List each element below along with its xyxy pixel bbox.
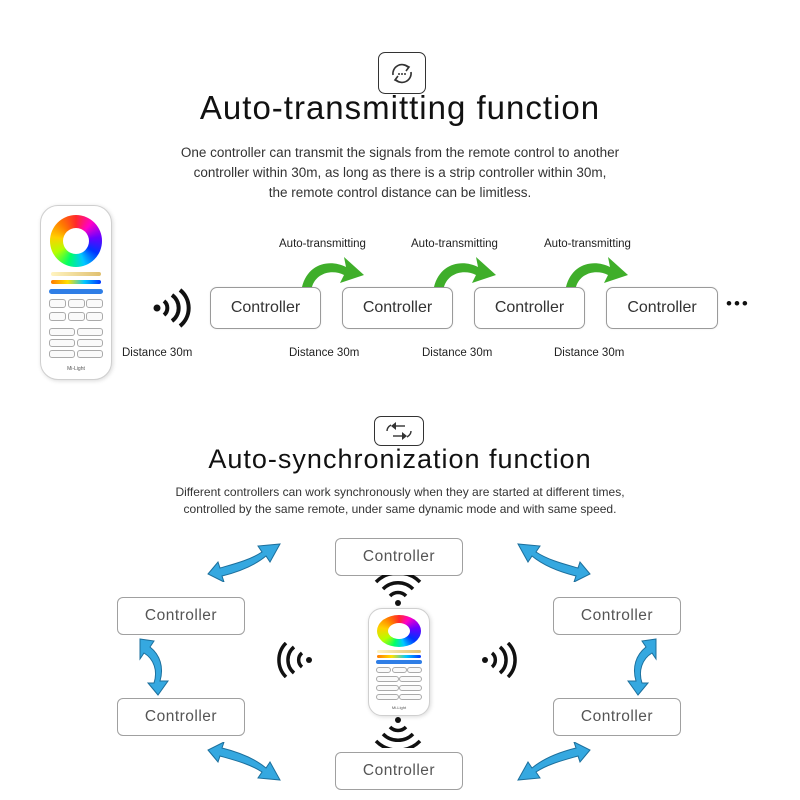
signal-waves-icon bbox=[374, 717, 422, 748]
distance-label: Distance 30m bbox=[554, 347, 625, 359]
color-wheel bbox=[377, 615, 421, 647]
remote-button bbox=[399, 694, 422, 700]
remote-brand-logo: Mi-Light bbox=[391, 705, 407, 710]
description-line: One controller can transmit the signals … bbox=[180, 145, 620, 160]
arrow-label: Auto-transmitting bbox=[279, 238, 366, 250]
color-wheel bbox=[50, 215, 102, 267]
blue-double-arrow-icon bbox=[627, 638, 657, 696]
auto-sync-icon bbox=[374, 416, 424, 446]
mode-bar bbox=[49, 289, 103, 294]
remote-button bbox=[376, 667, 391, 673]
remote-button bbox=[399, 676, 422, 682]
remote-button bbox=[49, 350, 75, 358]
blue-double-arrow-icon bbox=[139, 638, 169, 696]
controller-box: Controller bbox=[553, 597, 681, 635]
green-arrow-icon bbox=[302, 257, 364, 287]
signal-waves-icon bbox=[374, 575, 422, 606]
section2-title: Auto-synchronization function bbox=[208, 444, 592, 474]
distance-label: Distance 30m bbox=[422, 347, 493, 359]
remote-button bbox=[407, 667, 422, 673]
green-arrow-icon bbox=[434, 257, 496, 287]
blue-double-arrow-icon bbox=[207, 742, 281, 781]
controller-box: Controller bbox=[117, 698, 245, 736]
description-line: controller within 30m, as long as there … bbox=[193, 165, 607, 180]
remote-button bbox=[376, 685, 399, 691]
section1-title: Auto-transmitting function bbox=[199, 89, 601, 126]
arrow-label: Auto-transmitting bbox=[544, 238, 631, 250]
signal-waves-icon bbox=[152, 288, 198, 328]
controller-box: Controller bbox=[342, 287, 453, 329]
green-arrow-icon bbox=[566, 257, 628, 287]
remote-button bbox=[77, 350, 103, 358]
blue-double-arrow-icon bbox=[517, 543, 591, 582]
remote-button bbox=[77, 339, 103, 347]
remote-button bbox=[86, 299, 103, 308]
controller-box: Controller bbox=[606, 287, 718, 329]
remote-button bbox=[391, 667, 407, 673]
remote-button bbox=[376, 694, 399, 700]
remote-button bbox=[67, 312, 85, 321]
brightness-slider bbox=[377, 650, 421, 653]
remote-brand-logo: Mi-Light bbox=[67, 366, 85, 372]
brightness-slider bbox=[51, 272, 101, 276]
blue-double-arrow-icon bbox=[207, 543, 281, 582]
arrow-label: Auto-transmitting bbox=[411, 238, 498, 250]
remote-control: Mi-Light bbox=[40, 205, 112, 380]
controller-box: Controller bbox=[474, 287, 585, 329]
temperature-slider bbox=[377, 655, 421, 658]
remote-button bbox=[77, 328, 103, 336]
controller-box: Controller bbox=[335, 538, 463, 576]
remote-button bbox=[67, 299, 85, 308]
signal-waves-icon bbox=[482, 642, 517, 678]
controller-box: Controller bbox=[553, 698, 681, 736]
distance-label: Distance 30m bbox=[122, 347, 193, 359]
blue-double-arrow-icon bbox=[517, 742, 591, 781]
remote-control: Mi-Light bbox=[368, 608, 430, 716]
controller-box: Controller bbox=[117, 597, 245, 635]
section2-description: Different controllers can work synchrono… bbox=[0, 484, 800, 518]
mode-bar bbox=[376, 660, 422, 664]
temperature-slider bbox=[51, 280, 101, 284]
description-line: the remote control distance can be limit… bbox=[268, 185, 532, 200]
remote-button bbox=[49, 339, 75, 347]
signal-waves-icon bbox=[277, 642, 312, 678]
distance-label: Distance 30m bbox=[289, 347, 360, 359]
remote-button bbox=[49, 328, 75, 336]
remote-button bbox=[399, 685, 422, 691]
remote-button bbox=[376, 676, 399, 682]
section1-description: One controller can transmit the signals … bbox=[0, 143, 800, 203]
description-line: controlled by the same remote, under sam… bbox=[183, 502, 617, 516]
description-line: Different controllers can work synchrono… bbox=[175, 485, 625, 499]
ellipsis: ••• bbox=[726, 294, 750, 313]
controller-box: Controller bbox=[335, 752, 463, 790]
remote-button bbox=[86, 312, 103, 321]
controller-box: Controller bbox=[210, 287, 321, 329]
remote-button bbox=[49, 312, 66, 321]
remote-button bbox=[49, 299, 66, 308]
auto-transmit-icon bbox=[378, 52, 426, 94]
